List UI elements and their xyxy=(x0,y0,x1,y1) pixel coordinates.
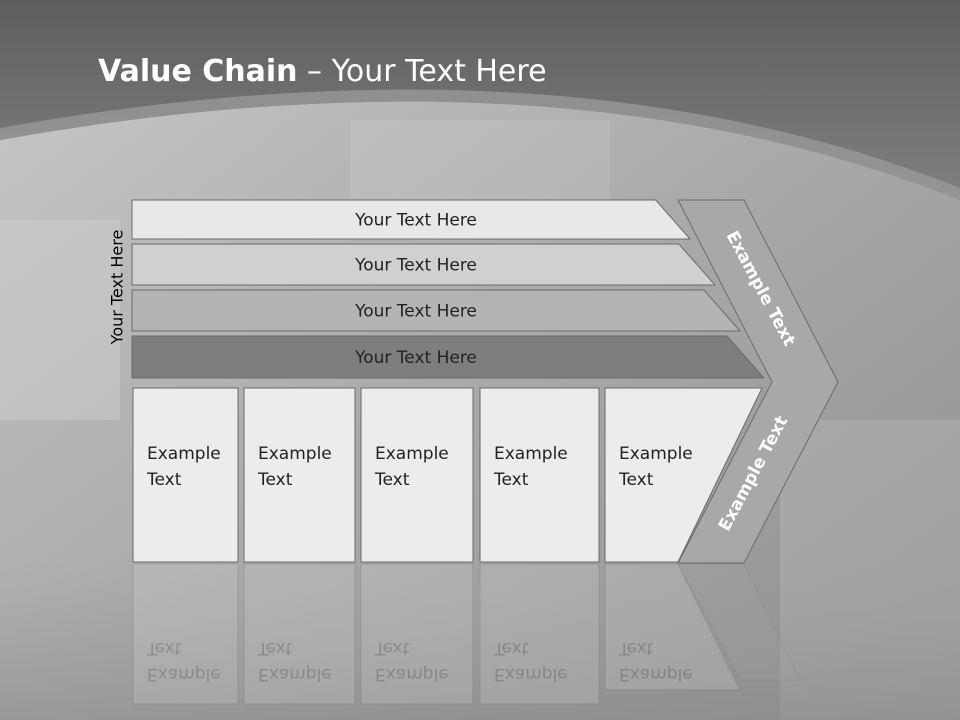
activity-box-2 xyxy=(243,387,356,563)
title-rest: – Your Text Here xyxy=(297,54,547,89)
chain-bar-4 xyxy=(131,335,766,379)
chain-bar-2 xyxy=(131,243,717,286)
reflection-text: Example xyxy=(619,664,693,684)
activity-box-5 xyxy=(604,387,763,563)
activity-box-text: Example xyxy=(494,444,568,464)
chain-bar-1 xyxy=(131,199,692,240)
activity-box-text: Text xyxy=(257,470,293,490)
reflection-text: Example xyxy=(494,664,568,684)
title-bold: Value Chain xyxy=(98,54,298,89)
chain-bar-label: Your Text Here xyxy=(354,256,477,276)
reflection-text: Text xyxy=(493,638,529,658)
activity-box-text: Example xyxy=(258,444,332,464)
activity-box-text: Text xyxy=(493,470,529,490)
activity-box-3 xyxy=(360,387,474,563)
activity-box-text: Text xyxy=(146,470,182,490)
activity-box-text: Example xyxy=(619,444,693,464)
reflection-text: Text xyxy=(146,638,182,658)
reflection-text: Text xyxy=(257,638,293,658)
activity-box-text: Example xyxy=(147,444,221,464)
reflection-text: Text xyxy=(374,638,410,658)
reflection-text: Text xyxy=(618,638,654,658)
chain-bar-label: Your Text Here xyxy=(354,302,477,322)
chain-bar-label: Your Text Here xyxy=(354,348,477,368)
reflection-text: Example xyxy=(258,664,332,684)
chain-bar-3 xyxy=(131,289,742,332)
slide-title: Value Chain – Your Text Here xyxy=(98,54,547,89)
activity-box-4 xyxy=(479,387,600,563)
value-chevron xyxy=(677,199,839,564)
chain-bar-label: Your Text Here xyxy=(354,211,477,231)
reflection-text: Example xyxy=(147,664,221,684)
activity-box-text: Text xyxy=(374,470,410,490)
activity-box-1 xyxy=(132,387,239,563)
activity-box-text: Text xyxy=(618,470,654,490)
reflection-text: Example xyxy=(375,664,449,684)
activity-box-text: Example xyxy=(375,444,449,464)
